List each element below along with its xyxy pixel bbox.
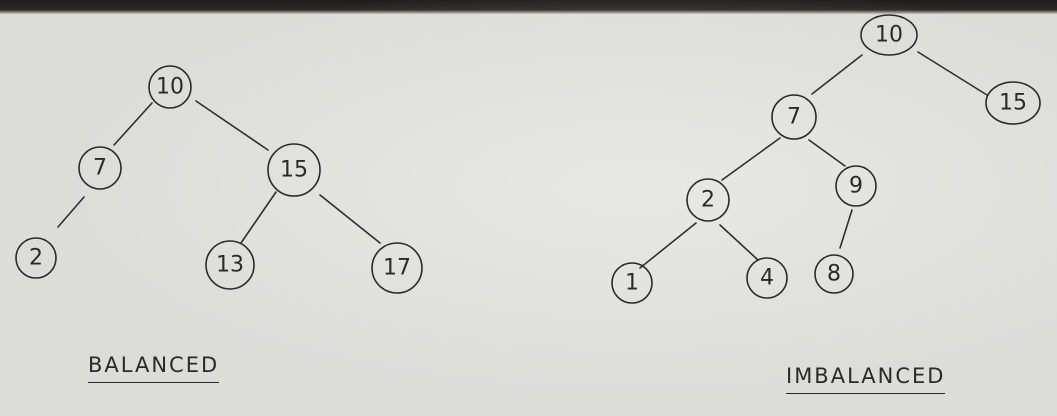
node-label-i9: 9 [849, 174, 863, 199]
node-i9: 9 [835, 165, 877, 207]
edge-b10-b7 [113, 102, 153, 146]
node-label-i7: 7 [787, 105, 801, 130]
edge-i2-i1 [639, 222, 697, 269]
imbalanced-tree: 10 7 15 2 9 1 4 8 [611, 14, 1041, 304]
node-label-i2: 2 [701, 188, 715, 213]
edge-i7-i9 [808, 139, 846, 167]
edge-i7-i2 [721, 137, 781, 181]
node-i4: 4 [746, 257, 788, 299]
node-label-i10: 10 [875, 23, 903, 48]
node-b10: 10 [148, 65, 192, 109]
edge-b15-b17 [319, 194, 381, 244]
node-i1: 1 [611, 262, 653, 304]
edge-i9-i8 [839, 209, 853, 249]
balanced-tree: 10 7 15 2 13 17 [15, 65, 423, 294]
node-b13: 13 [205, 240, 255, 290]
node-i10: 10 [860, 14, 918, 56]
dark-top-strip [0, 0, 1057, 14]
node-label-b15: 15 [280, 158, 308, 183]
node-b15: 15 [267, 143, 321, 197]
node-label-i15: 15 [999, 91, 1027, 116]
node-label-i4: 4 [760, 266, 774, 291]
edge-b7-b2 [57, 196, 85, 228]
node-label-b7: 7 [93, 156, 107, 181]
edge-i10-i7 [811, 54, 863, 95]
node-b17: 17 [371, 242, 423, 294]
node-i8: 8 [814, 254, 854, 294]
caption-balanced: BALANCED [88, 355, 220, 383]
edge-i10-i15 [917, 51, 988, 96]
edge-b10-b15 [195, 100, 269, 151]
node-label-b13: 13 [216, 253, 244, 278]
node-b7: 7 [78, 146, 122, 190]
node-label-b2: 2 [29, 246, 43, 271]
caption-imbalanced: IMBALANCED [786, 366, 946, 394]
node-label-b10: 10 [156, 75, 184, 100]
node-label-b17: 17 [383, 256, 411, 281]
node-label-i8: 8 [827, 262, 841, 287]
node-b2: 2 [15, 237, 57, 279]
edge-b15-b13 [240, 191, 277, 244]
node-label-i1: 1 [625, 271, 639, 296]
edge-i2-i4 [719, 224, 759, 261]
node-i7: 7 [771, 94, 817, 140]
node-i2: 2 [686, 178, 730, 222]
node-i15: 15 [985, 81, 1041, 125]
